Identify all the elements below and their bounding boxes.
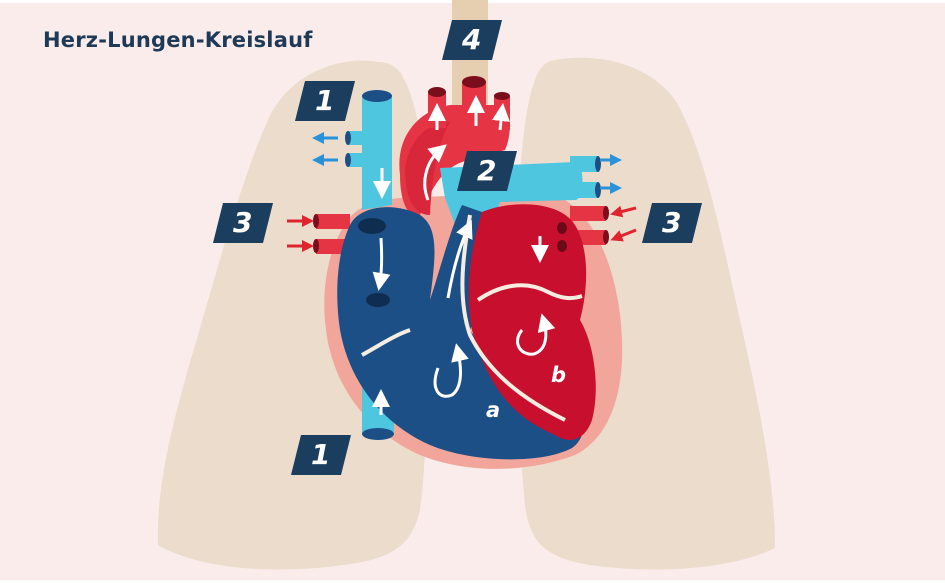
pulmonary-artery-branch-lower-opening <box>595 182 601 198</box>
badge-aorta: 4 <box>442 20 502 60</box>
pulmonary-artery-branch-upper-opening <box>595 156 601 172</box>
pulmonary-artery-branch-upper <box>570 156 598 172</box>
badge-label: 1 <box>311 441 330 469</box>
svc-branch-upper-opening <box>345 131 351 145</box>
aorta-branch-3-opening <box>494 92 510 100</box>
badge-pulmonary-veins-right: 3 <box>642 203 702 243</box>
right-atrium-opening <box>358 218 386 234</box>
badge-label: 3 <box>662 209 681 237</box>
badge-label: 1 <box>315 87 334 115</box>
chamber-label-b: b <box>551 363 566 387</box>
aorta-branch-1-opening <box>428 87 446 97</box>
coronary-sinus-opening <box>366 293 390 307</box>
svc-branch-lower <box>348 153 374 167</box>
svc-branch-lower-opening <box>345 153 351 167</box>
svc-branch-upper <box>348 131 374 145</box>
badge-label: 2 <box>477 157 496 185</box>
pulmonary-vein-left-upper <box>316 214 350 229</box>
left-atrium-opening-lower <box>557 240 567 252</box>
ivc-opening <box>362 428 394 440</box>
badge-label: 3 <box>233 209 252 237</box>
badge-label: 4 <box>462 26 481 54</box>
pulmonary-vein-left-upper-opening <box>313 214 319 228</box>
badge-pulmonary-veins-left: 3 <box>213 203 273 243</box>
svc-opening <box>362 90 392 102</box>
flow-arrow-icon <box>380 238 382 282</box>
chamber-label-a: a <box>486 398 500 422</box>
badge-pulmonary-artery: 2 <box>457 151 517 191</box>
diagram-title: Herz-Lungen-Kreislauf <box>43 28 313 52</box>
pulmonary-artery-branch-lower <box>570 182 598 198</box>
pulmonary-vein-right-upper-opening <box>603 206 609 220</box>
badge-vena-cava-bottom: 1 <box>291 435 351 475</box>
left-atrium-opening-upper <box>557 222 567 234</box>
pulmonary-vein-right-upper <box>570 206 606 221</box>
pulmonary-vein-left-lower-opening <box>313 239 319 253</box>
badge-vena-cava-top: 1 <box>295 81 355 121</box>
flow-arrow-icon <box>500 112 502 130</box>
superior-vena-cava <box>362 92 392 211</box>
pulmonary-vein-right-lower-opening <box>603 230 609 244</box>
aorta-branch-2-opening <box>462 76 486 88</box>
